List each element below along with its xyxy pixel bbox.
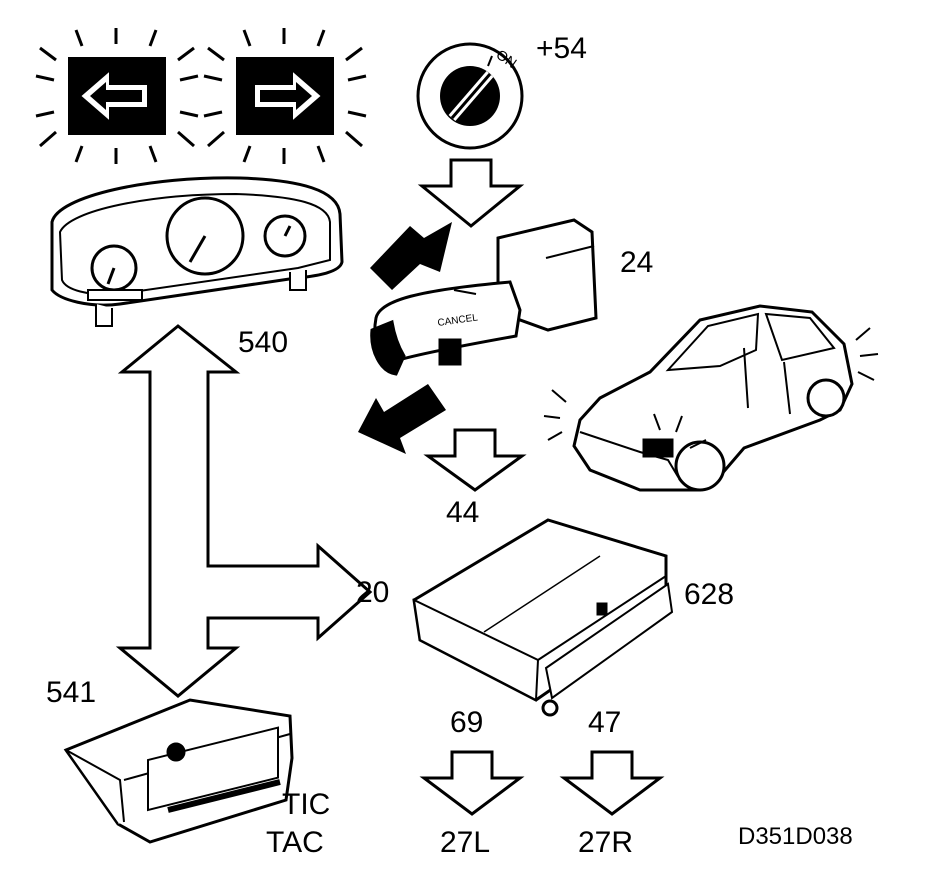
instrument-cluster-icon: [50, 176, 344, 327]
exterior-lamps-label: 44: [446, 496, 479, 529]
arrow-ignition-to-switch: [417, 158, 525, 228]
arrow-output-left: [419, 750, 525, 816]
ignition-label: +54: [536, 32, 587, 65]
turn-signal-switch-icon: [370, 218, 598, 376]
arrow-stalk-up-icon: [370, 222, 452, 290]
instrument-cluster-label: 540: [238, 326, 288, 359]
output-left-from-label: 69: [450, 706, 483, 739]
arrow-stalk-down-icon: [358, 384, 446, 454]
output-right-to-label: 27R: [578, 826, 633, 859]
ignition-switch-icon: [416, 42, 524, 150]
control-module-icon: [412, 518, 674, 717]
turn-left-indicator-icon: [35, 28, 199, 164]
signal-input-label: 20: [356, 576, 389, 609]
turn-signal-switch-label: 24: [620, 246, 653, 279]
drawing-reference-code: D351D038: [738, 823, 853, 850]
output-right-from-label: 47: [588, 706, 621, 739]
arrow-to-exterior-lamps: [423, 428, 527, 492]
turn-right-indicator-icon: [203, 28, 367, 164]
trip-computer-name-tic: TIC: [282, 788, 330, 821]
trip-computer-icon: [63, 698, 294, 844]
trip-computer-label: 541: [46, 676, 96, 709]
output-left-to-label: 27L: [440, 826, 490, 859]
control-module-label: 628: [684, 578, 734, 611]
car-signal-flash-icon: [543, 327, 879, 449]
arrow-cluster-trip-computer-link: [115, 324, 373, 698]
trip-computer-name-tac: TAC: [266, 826, 324, 859]
arrow-output-right: [559, 750, 665, 816]
car-icon: [572, 304, 854, 492]
